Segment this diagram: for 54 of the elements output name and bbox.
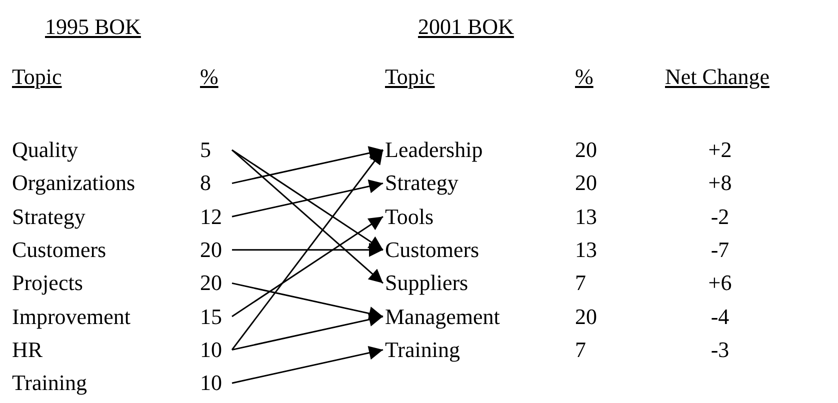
arrow — [232, 242, 383, 257]
topic-name: Training — [12, 370, 87, 396]
percentage-value: 10 — [200, 370, 222, 396]
topic-name: Strategy — [385, 170, 458, 196]
arrow — [232, 282, 384, 320]
topic-name: Quality — [12, 137, 78, 163]
percentage-value: 7 — [575, 336, 586, 363]
topic-name: Management — [385, 304, 500, 330]
column-heading: Topic — [12, 64, 62, 90]
percentage-value: 20 — [575, 137, 597, 163]
percentage-value: 7 — [575, 270, 586, 296]
percentage-value: 10 — [200, 336, 222, 363]
net-change-value: -7 — [710, 236, 730, 263]
percentage-value: 15 — [200, 304, 222, 330]
percentage-value: 13 — [575, 236, 597, 263]
percentage-value: 12 — [200, 204, 222, 230]
net-change-value: +8 — [707, 170, 733, 196]
arrow — [232, 216, 384, 318]
topic-name: Leadership — [385, 137, 483, 163]
topic-name: Organizations — [12, 170, 136, 196]
column-heading: Net Change — [665, 64, 770, 90]
topic-name: Suppliers — [385, 270, 468, 296]
net-change-value: -2 — [710, 204, 730, 230]
percentage-value: 20 — [575, 304, 597, 330]
percentage-value: 20 — [200, 236, 222, 263]
topic-name: Strategy — [12, 204, 86, 230]
net-change-value: -3 — [710, 336, 730, 363]
net-change-value: +6 — [707, 270, 733, 296]
column-group-heading: 2001 BOK — [418, 14, 514, 40]
column-heading: % — [200, 64, 218, 90]
topic-name: HR — [12, 336, 43, 363]
arrow — [232, 179, 384, 218]
column-heading: Topic — [385, 64, 435, 90]
arrow — [232, 346, 384, 384]
arrow — [231, 150, 384, 350]
topic-name: Customers — [385, 236, 480, 263]
arrow — [232, 149, 384, 284]
net-change-value: -4 — [710, 304, 730, 330]
topic-name: Training — [385, 336, 460, 363]
percentage-value: 20 — [575, 170, 597, 196]
topic-name: Customers — [12, 236, 106, 263]
percentage-value: 8 — [200, 170, 211, 196]
arrow — [232, 149, 384, 251]
net-change-value: +2 — [707, 137, 733, 163]
percentage-value: 5 — [200, 137, 211, 163]
column-group-heading: 1995 BOK — [45, 14, 141, 40]
arrow — [232, 146, 384, 184]
column-heading: % — [575, 64, 594, 90]
percentage-value: 13 — [575, 204, 597, 230]
arrow — [232, 312, 384, 351]
topic-name: Improvement — [12, 304, 131, 330]
topic-name: Tools — [385, 204, 434, 230]
topic-name: Projects — [12, 270, 83, 296]
percentage-value: 20 — [200, 270, 222, 296]
